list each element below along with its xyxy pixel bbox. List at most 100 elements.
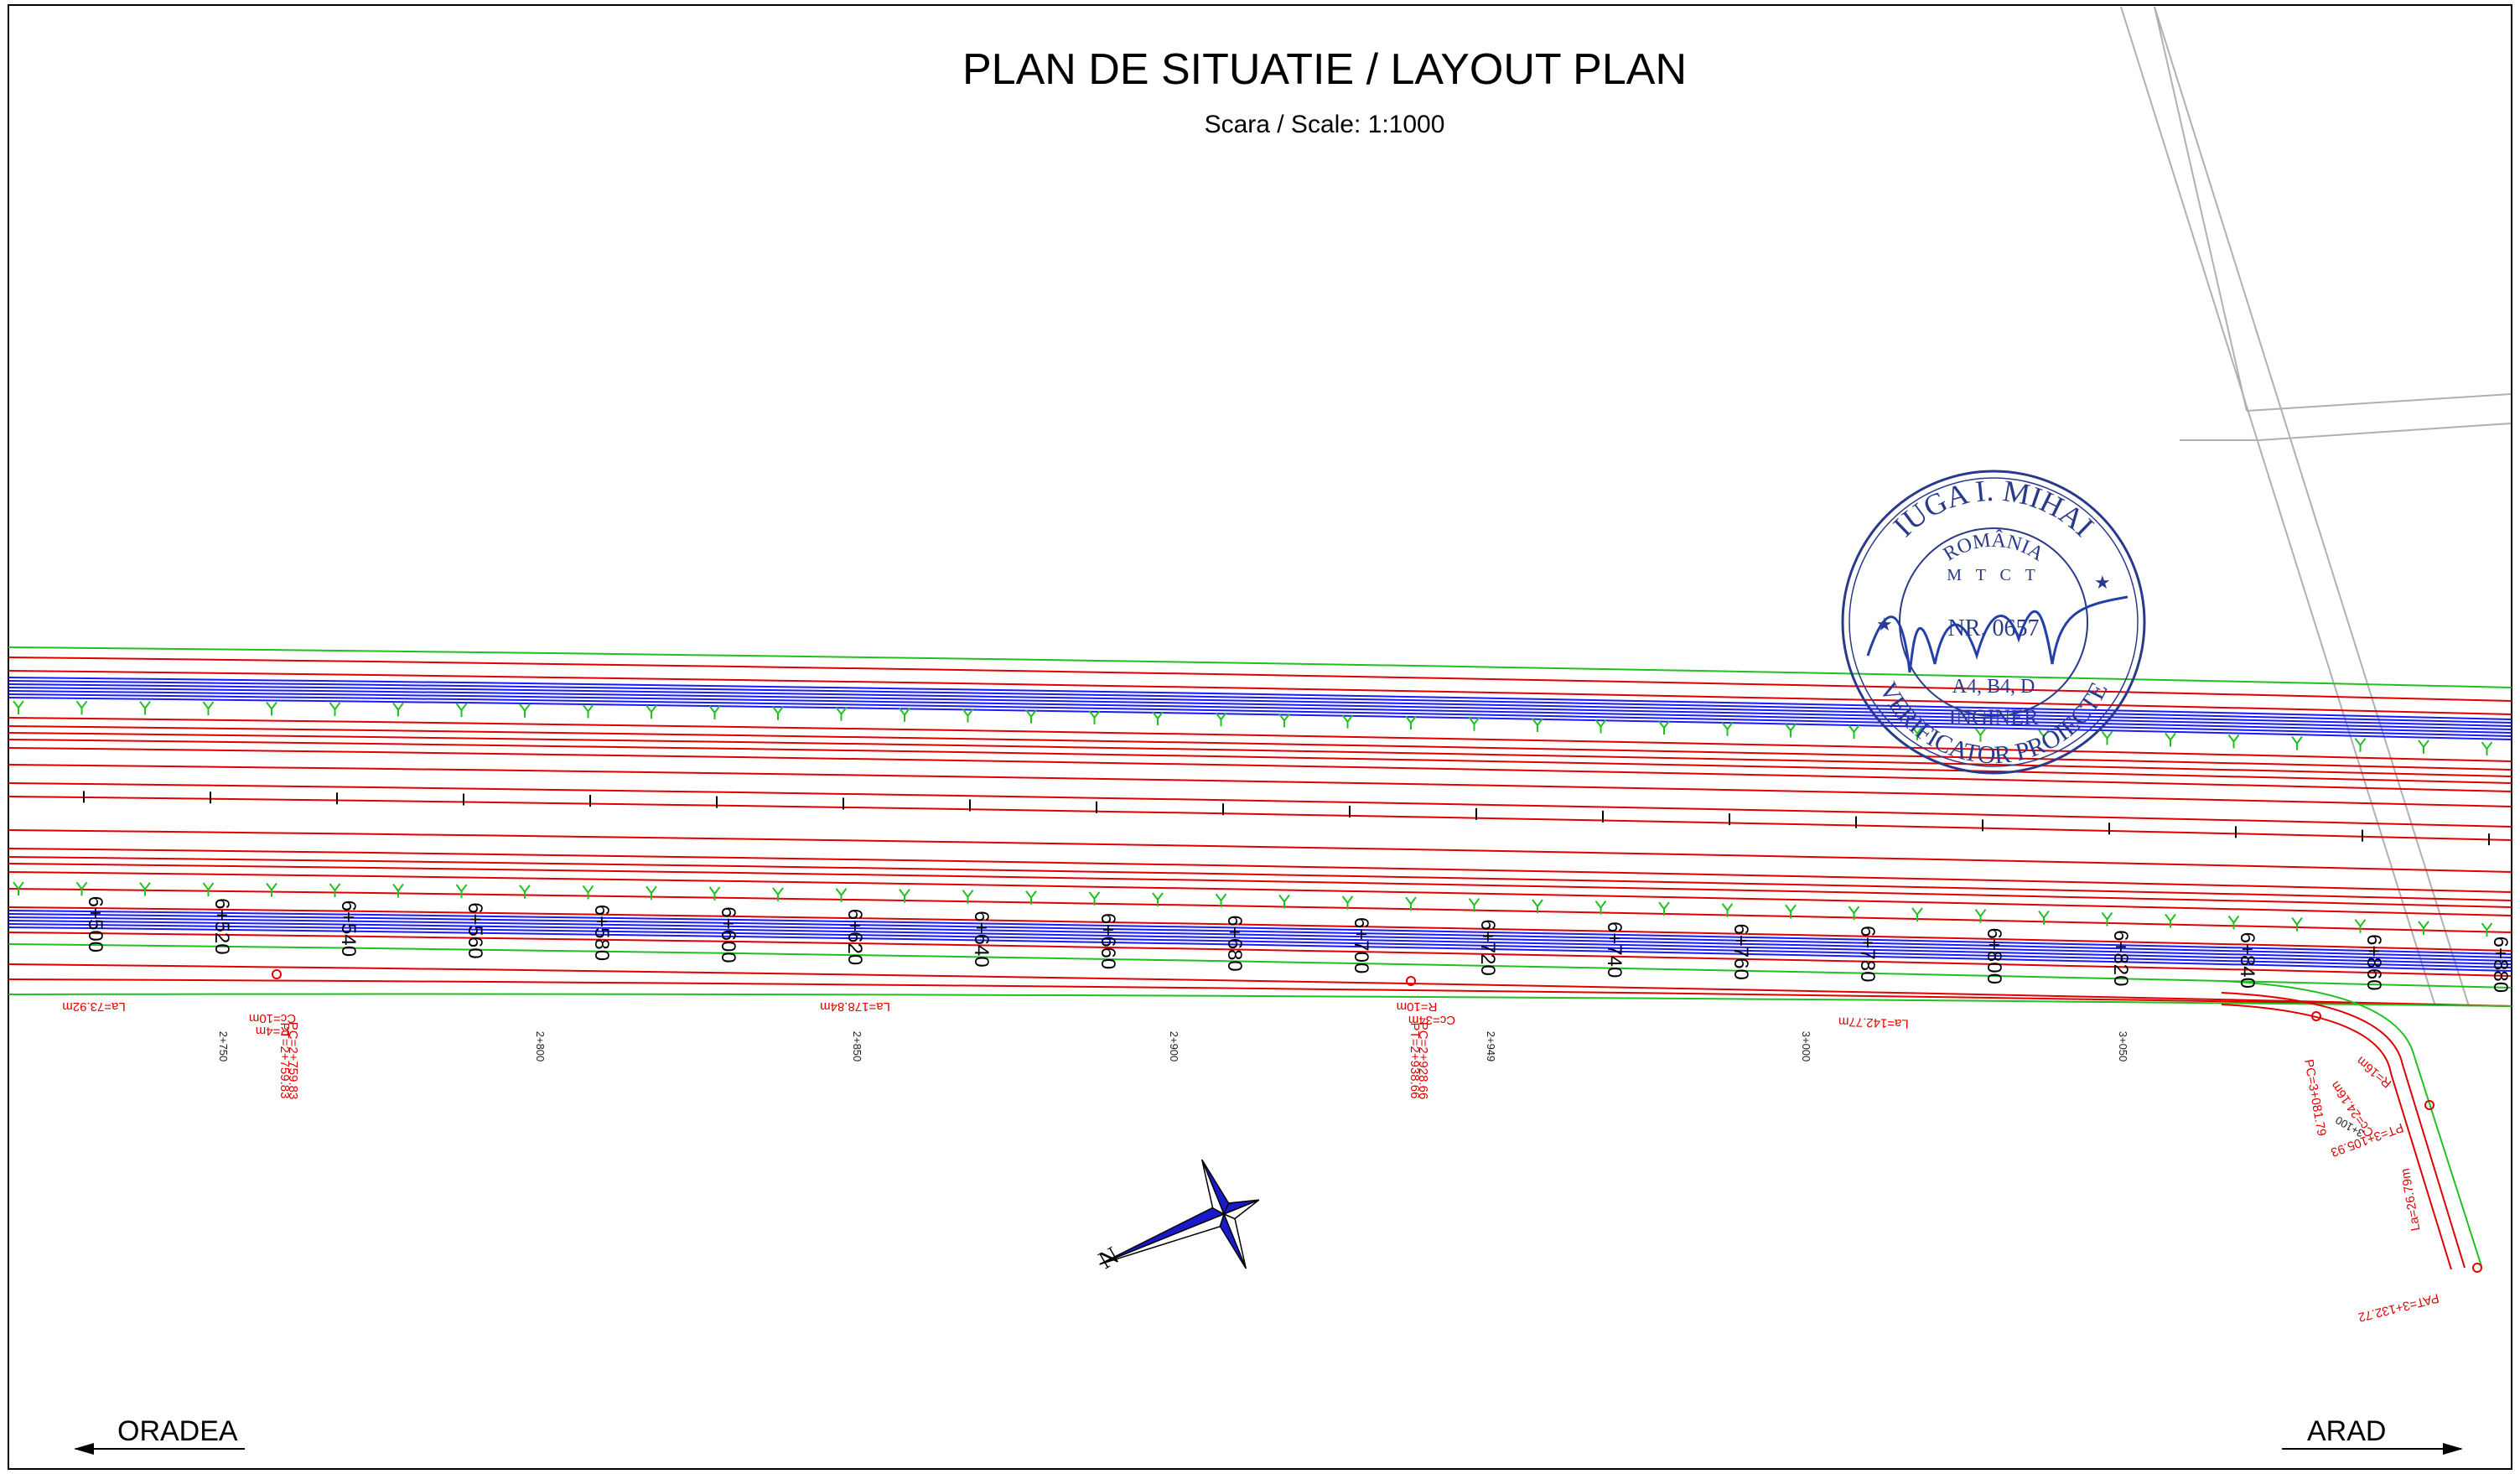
secondary-chainage-label: 3+050 [2117, 1031, 2129, 1062]
annotation-pt2b: PC=2+928.66 [1416, 1022, 1430, 1100]
road-line [8, 690, 2512, 734]
tree-symbol [1974, 728, 1987, 742]
tree-symbol [75, 700, 88, 715]
tree-symbol [1721, 903, 1734, 917]
annotation-pc3: PC=3+081.79 [2301, 1058, 2329, 1137]
road-line [8, 829, 2512, 873]
tree-symbol [772, 706, 784, 720]
road-line [8, 963, 2512, 1007]
road-line [8, 717, 2512, 762]
tree-symbol [2354, 738, 2367, 752]
annotation-la2: La=178.84m [820, 999, 890, 1014]
tree-symbol [455, 884, 468, 899]
chainage-label: 6+740 [1603, 921, 1626, 978]
tree-symbol [835, 888, 848, 902]
road-line [8, 764, 2512, 807]
tree-symbol [202, 701, 215, 716]
annotation-la4: La=26.79m [2398, 1167, 2424, 1232]
tree-symbol [899, 708, 910, 722]
road-line [8, 687, 2512, 730]
annotation-la1: La=73.92m [62, 999, 125, 1014]
chainage-label: 6+540 [337, 900, 360, 957]
adjacent-road-lines [2120, 6, 2512, 1007]
tree-symbol [392, 883, 404, 898]
annotation-pat: PAT=3+132.72 [2357, 1290, 2440, 1324]
chainage-label: 6+680 [1223, 915, 1246, 971]
tree-symbol [1974, 909, 1987, 923]
tree-symbol [2291, 735, 2303, 750]
tree-symbol [1405, 896, 1417, 911]
road-line [8, 739, 2512, 784]
road-line [8, 657, 2512, 702]
road-line [8, 978, 2512, 1007]
direction-right: ARAD [2282, 1415, 2463, 1455]
tree-symbol [1152, 892, 1164, 907]
tree-symbol [1215, 893, 1227, 908]
tree-symbol [1405, 715, 1417, 730]
tree-symbol [392, 702, 404, 717]
road-line [8, 916, 2512, 962]
tree-symbol [772, 887, 784, 901]
tree-symbol [1658, 720, 1670, 735]
tree-symbol [899, 889, 910, 903]
road-curve [2221, 992, 2466, 1269]
chainage-label: 6+640 [970, 911, 993, 967]
stamp-country: ROMÂNIA [1940, 530, 2048, 566]
tree-symbol [139, 701, 151, 715]
tree-symbol [2227, 915, 2240, 930]
tree-symbol [1532, 899, 1543, 914]
tree-symbol [1594, 900, 1607, 915]
chainage-label: 6+820 [2109, 930, 2132, 986]
chainage-label: 6+520 [210, 898, 233, 954]
road-line [8, 932, 2512, 977]
direction-left-label: ORADEA [117, 1415, 238, 1447]
road-line [8, 670, 2512, 715]
chainage-label: 6+700 [1350, 917, 1372, 973]
tree-symbol [2481, 741, 2493, 756]
road-line [8, 923, 2512, 968]
tree-symbol [1341, 714, 1354, 729]
road-curve [2221, 1004, 2452, 1270]
annotation-pt1b: PC=2+759.83 [286, 1022, 300, 1100]
tree-symbol [1278, 894, 1290, 909]
tree-symbol [708, 705, 721, 720]
chainage-label: 6+720 [1476, 919, 1499, 975]
tree-symbol [266, 701, 277, 716]
chainage-label: 6+660 [1097, 913, 1119, 969]
tree-symbol [1848, 724, 1860, 740]
tree-symbol [1721, 722, 1734, 736]
tree-symbol [455, 703, 468, 718]
tree-symbol [1088, 891, 1101, 906]
tree-symbol [962, 708, 974, 723]
tree-symbol [1025, 709, 1037, 724]
signature-scribble [1866, 595, 2129, 673]
tree-symbol [835, 707, 848, 721]
tree-symbol [1025, 890, 1037, 905]
scale-label: Scara / Scale: 1:1000 [1205, 111, 1445, 138]
road-line [8, 683, 2512, 727]
stamp-domain: A4, B4, D [1952, 676, 2035, 698]
road-line [8, 888, 2512, 933]
road-line [8, 693, 2512, 737]
tree-symbol [139, 882, 151, 896]
chainage-label: 6+560 [464, 902, 486, 958]
road-line [8, 680, 2512, 724]
sheet-border [8, 4, 2512, 1470]
tree-symbol [1088, 710, 1101, 724]
tree-symbol [266, 882, 277, 897]
road-line [8, 848, 2512, 893]
tree-symbol [1785, 904, 1797, 919]
road-curve [2221, 980, 2482, 1267]
tree-symbol [13, 700, 24, 715]
tree-symbol [1468, 716, 1480, 731]
annotation-r2: R=10m [1397, 999, 1438, 1014]
tree-symbol [1468, 897, 1480, 912]
tree-symbol [708, 886, 721, 901]
tree-symbol [13, 881, 24, 896]
secondary-chainage-label: 2+900 [1168, 1031, 1180, 1062]
road-line [8, 910, 2512, 955]
tree-symbol [329, 702, 341, 716]
